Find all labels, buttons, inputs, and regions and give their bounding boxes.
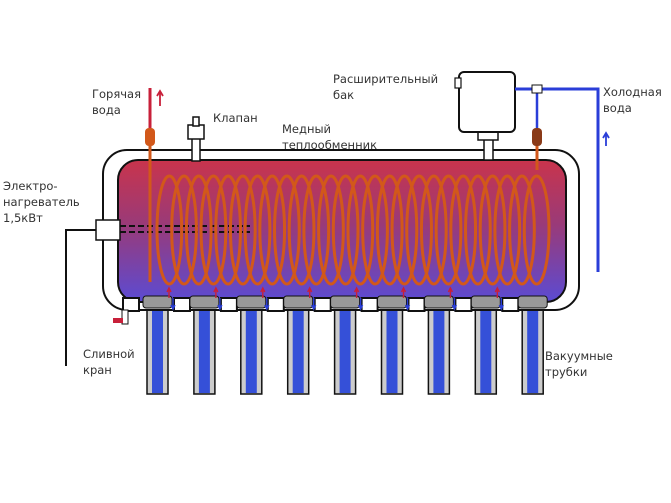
down-arrow-icon bbox=[404, 298, 411, 311]
up-arrow-icon bbox=[260, 286, 266, 298]
tube-socket bbox=[407, 297, 426, 312]
drain-tap bbox=[113, 309, 129, 325]
vacuum-tube-core bbox=[152, 296, 163, 393]
vacuum-tube-core bbox=[386, 296, 398, 393]
vacuum-tube-core bbox=[292, 296, 304, 393]
tube-collar bbox=[142, 295, 173, 309]
copper-heat-exchanger-coil bbox=[155, 174, 551, 286]
tube-socket bbox=[360, 297, 379, 312]
up-arrow-icon bbox=[166, 286, 172, 298]
tube-collars bbox=[122, 295, 548, 312]
coil-turn bbox=[155, 174, 184, 286]
tube-socket bbox=[266, 297, 285, 312]
coil-turn bbox=[449, 174, 478, 286]
hot-water-pipe bbox=[145, 88, 164, 282]
expansion-tank bbox=[454, 71, 516, 161]
cold-arrow-icon bbox=[602, 131, 610, 146]
coil-turn bbox=[361, 174, 389, 286]
tube-socket bbox=[501, 297, 520, 312]
vacuum-tube-core bbox=[198, 296, 210, 393]
coil-turn bbox=[493, 174, 522, 286]
down-arrow-icon bbox=[498, 298, 504, 311]
coil-turn bbox=[228, 174, 257, 286]
tube-collar bbox=[330, 295, 361, 309]
tube-socket bbox=[454, 297, 473, 312]
coil-turn bbox=[199, 174, 228, 286]
vacuum-tube-core bbox=[480, 296, 492, 393]
vacuum-tube-core bbox=[339, 296, 351, 393]
coil-turn bbox=[390, 174, 419, 286]
down-arrow-icon bbox=[217, 298, 223, 311]
coil-turn bbox=[434, 174, 463, 286]
up-arrow-icon bbox=[353, 286, 360, 298]
tube-socket bbox=[219, 297, 238, 312]
vacuum-tube-core bbox=[527, 296, 539, 393]
label-valve: Клапан bbox=[213, 111, 258, 125]
vacuum-tube-core bbox=[433, 296, 445, 393]
tube-collar bbox=[423, 295, 454, 309]
flow-arrows bbox=[166, 286, 504, 311]
valve bbox=[187, 116, 205, 162]
coil-turn bbox=[243, 174, 272, 286]
cold-water-pipe bbox=[515, 84, 610, 272]
coil-turn bbox=[258, 174, 287, 286]
down-arrow-icon bbox=[170, 298, 176, 311]
tube-collar bbox=[517, 295, 548, 309]
tube-collar bbox=[236, 295, 267, 309]
up-arrow-icon bbox=[213, 286, 219, 298]
coil-turn bbox=[214, 174, 242, 286]
coil-turn bbox=[478, 174, 507, 286]
coil-turn bbox=[405, 174, 433, 286]
tube-collar bbox=[189, 295, 220, 309]
down-arrow-icon bbox=[357, 298, 364, 311]
tube-socket bbox=[173, 297, 191, 312]
down-arrow-icon bbox=[264, 298, 270, 311]
down-arrow-icon bbox=[311, 298, 317, 311]
tube-collar bbox=[377, 295, 407, 309]
coil-turn bbox=[464, 174, 492, 286]
coil-turn bbox=[375, 174, 404, 286]
coil-turn bbox=[419, 174, 448, 286]
coil-turn bbox=[287, 174, 316, 286]
coil-turn bbox=[508, 174, 536, 286]
tube-socket bbox=[122, 297, 140, 312]
coil-turn bbox=[317, 174, 345, 286]
coil-turn bbox=[302, 174, 331, 286]
tube-collar bbox=[283, 295, 314, 309]
coil-turn bbox=[331, 174, 360, 286]
up-arrow-icon bbox=[447, 286, 454, 298]
hot-arrow-icon bbox=[156, 89, 164, 106]
coil-turn bbox=[522, 174, 551, 286]
coil-turn bbox=[184, 174, 213, 286]
up-arrow-icon bbox=[400, 286, 407, 298]
tube-collar bbox=[470, 295, 501, 309]
vacuum-tube-core bbox=[245, 296, 257, 393]
coil-turn bbox=[170, 174, 198, 286]
coil-turn bbox=[346, 174, 375, 286]
tube-socket bbox=[313, 297, 332, 312]
down-arrow-icon bbox=[451, 298, 458, 311]
coil-turn bbox=[273, 174, 301, 286]
up-arrow-icon bbox=[494, 286, 500, 298]
up-arrow-icon bbox=[307, 286, 313, 298]
